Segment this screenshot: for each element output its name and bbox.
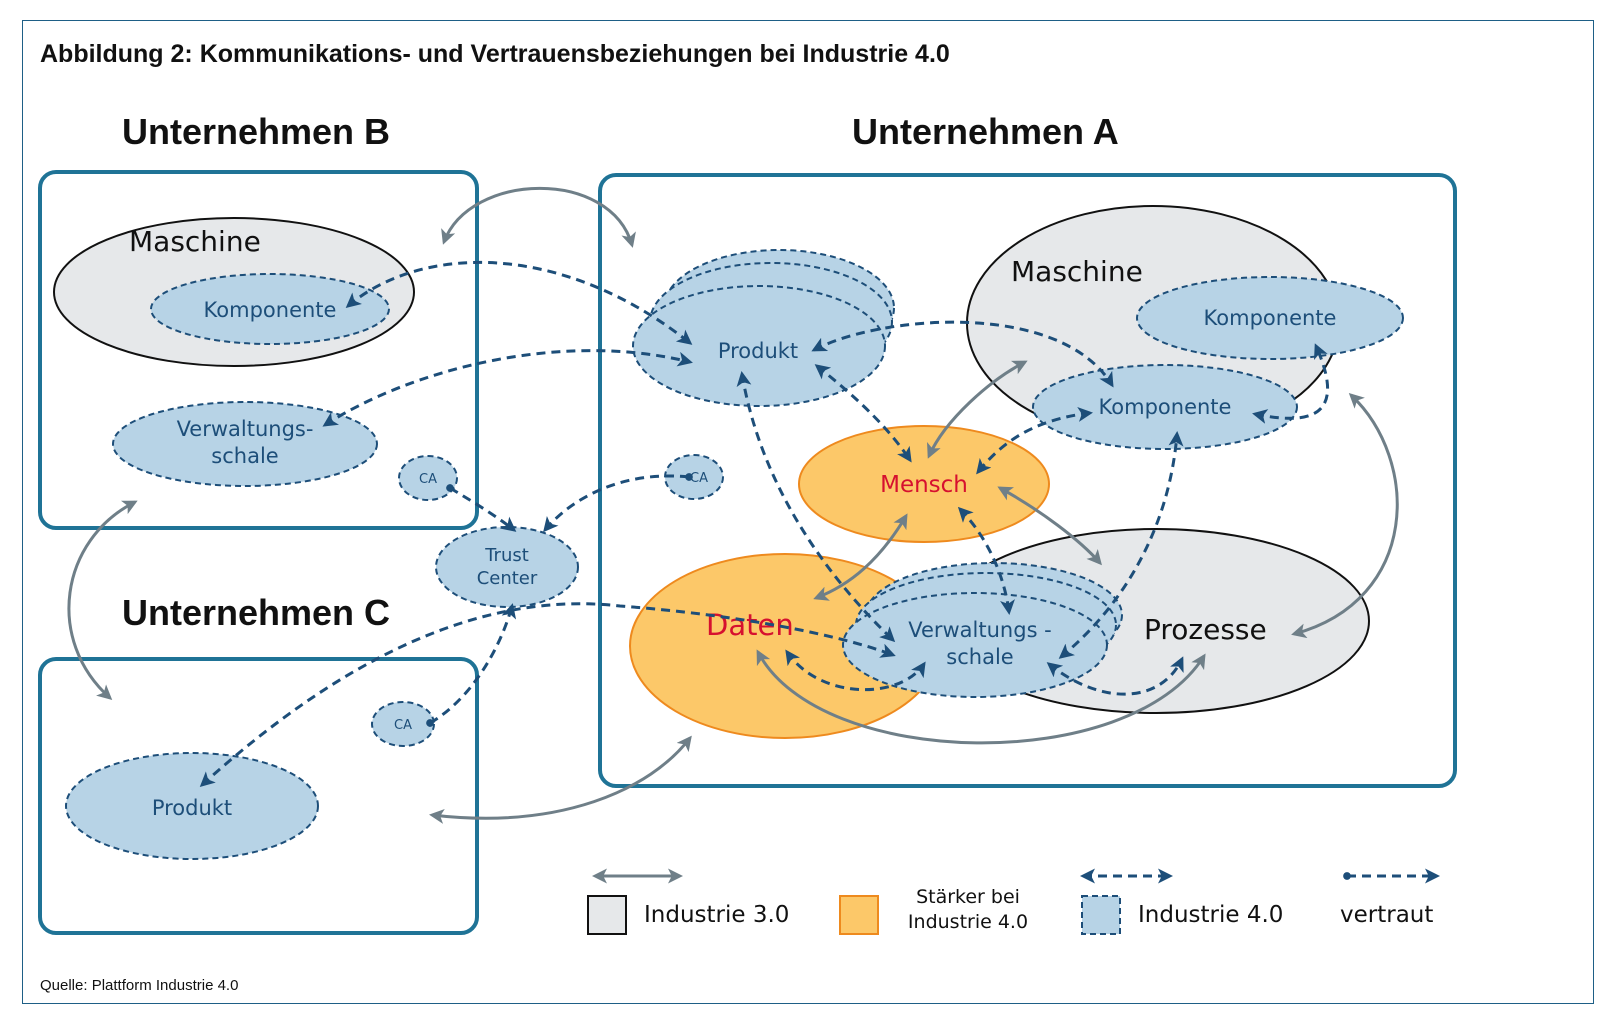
dashed-arrow-produkt-komponente [811, 320, 1114, 388]
grey-arrow-c-a [429, 735, 692, 824]
company-b-verwaltungsschale-line1: Verwaltungs- [177, 417, 314, 441]
company-b-komponente-label: Komponente [204, 298, 337, 322]
company-a-ca-label: CA [690, 471, 708, 486]
legend-industrie-4-0-swatch [1081, 895, 1121, 935]
figure-title: Abbildung 2: Kommunikations- und Vertrau… [40, 40, 950, 68]
dashed-arrow-ca-b-trustcenter [446, 484, 517, 532]
company-a-komponente-top-label: Komponente [1204, 306, 1337, 330]
dashed-arrow-mensch-verwaltung [957, 506, 1015, 615]
legend-industrie-3-0-label: Industrie 3.0 [644, 902, 789, 928]
company-b-verwaltungsschale-line2: schale [211, 444, 278, 468]
legend-staerker-swatch [839, 895, 879, 935]
company-a-produkt-label: Produkt [718, 339, 798, 363]
company-b-title: Unternehmen B [122, 111, 390, 152]
dashed-arrow-verwaltung-b-produkt-a [322, 349, 693, 427]
grey-arrow-maschine-prozesse [1291, 392, 1399, 639]
company-c-produkt-label: Produkt [152, 796, 232, 820]
legend-industrie-4-0-label: Industrie 4.0 [1138, 902, 1283, 928]
legend-staerker-line2: Industrie 4.0 [908, 911, 1028, 933]
trust-center-line2: Center [477, 568, 538, 589]
company-b-maschine-label: Maschine [129, 225, 261, 258]
dashed-arrow-daten-verwaltung [785, 649, 926, 692]
dashed-arrow-verwaltung-komponente [1058, 431, 1184, 659]
company-a-mensch-label: Mensch [880, 472, 968, 498]
dashed-arrow-ca-a-trustcenter [543, 473, 693, 533]
dashed-arrow-komponente-komponente-top [1252, 343, 1330, 424]
company-a-prozesse-label: Prozesse [1144, 613, 1267, 646]
company-a-maschine-label: Maschine [1011, 255, 1143, 288]
company-a-title: Unternehmen A [852, 111, 1119, 152]
company-b-ca [398, 455, 458, 501]
company-a-verwaltungsschale-line2: schale [946, 645, 1013, 669]
trust-center [435, 526, 579, 608]
company-b-ca-label: CA [419, 472, 437, 487]
dashed-arrow-komponente-b-produkt-a [345, 261, 693, 345]
company-c-title: Unternehmen C [122, 592, 390, 633]
trust-center-line1: Trust [484, 545, 529, 566]
dashed-arrow-komponente-mensch [976, 406, 1093, 475]
company-b-verwaltungsschale [112, 401, 378, 487]
company-a-komponente-top [1136, 276, 1404, 360]
legend-vertraut-label: vertraut [1340, 902, 1433, 928]
company-c-ca-label: CA [394, 718, 412, 733]
source-note: Quelle: Plattform Industrie 4.0 [40, 977, 238, 994]
dashed-arrow-verwaltung-prozesse [1046, 656, 1184, 696]
legend-staerker-line1: Stärker bei [916, 886, 1020, 908]
legend: Industrie 3.0 Stärker bei Industrie 4.0 … [587, 868, 1440, 935]
company-a-komponente-label: Komponente [1099, 395, 1232, 419]
company-b-box [38, 170, 479, 530]
grey-arrow-b-a-top [441, 186, 636, 248]
company-a-verwaltungsschale-line1: Verwaltungs - [908, 618, 1052, 642]
grey-arrow-b-c [67, 500, 138, 700]
dashed-arrow-produkt-verwaltung [736, 371, 896, 643]
legend-industrie-3-0-swatch [587, 895, 627, 935]
